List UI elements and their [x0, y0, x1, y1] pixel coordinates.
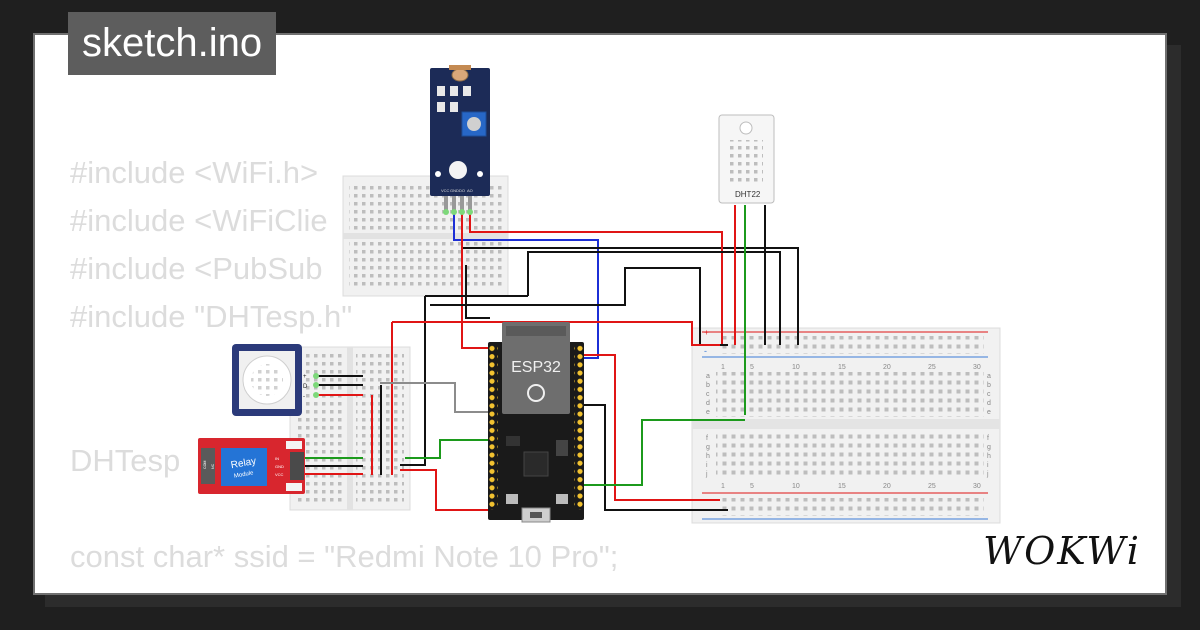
relay-pin-label: VCC — [275, 472, 284, 477]
row-letter-right: f — [987, 435, 989, 442]
col-number-top: 30 — [973, 364, 981, 371]
wire-gnd-down — [400, 296, 426, 466]
code-line-3: #include <PubSub — [70, 251, 323, 286]
row-letter: h — [706, 453, 710, 460]
row-letter: c — [706, 391, 710, 398]
row-letter-right: i — [987, 462, 989, 469]
code-line-10: const char* password = "12345678"; — [70, 587, 570, 593]
code-line-9: const char* ssid = "Redmi Note 10 Pro"; — [70, 539, 619, 574]
col-number-bottom: 25 — [928, 483, 936, 490]
frame-shadow-bottom — [45, 595, 1181, 607]
col-number-bottom: 15 — [838, 483, 846, 490]
wire-ldr-ao — [453, 212, 599, 359]
row-letter: b — [706, 382, 710, 389]
relay-pin-label: IN — [275, 456, 279, 461]
esp32-board: ESP32 — [488, 322, 584, 523]
rail-minus-label: - — [704, 346, 707, 356]
row-letter-right: a — [987, 373, 991, 380]
ldr-pin-label: GND — [450, 188, 459, 193]
col-number-bottom: 1 — [721, 483, 725, 490]
col-number-top: 15 — [838, 364, 846, 371]
wire-pir-signal — [380, 382, 490, 413]
col-number-top: 10 — [792, 364, 800, 371]
row-letter: d — [706, 400, 710, 407]
wire-gnd-bb — [527, 251, 781, 345]
row-letter: a — [706, 373, 710, 380]
ldr-pin-label: AO — [467, 188, 473, 193]
row-letter-right: h — [987, 453, 991, 460]
relay-module: Relay Module IN GND VCC NO COM NC — [195, 438, 305, 494]
row-letter-right: c — [987, 391, 991, 398]
col-number-top: 25 — [928, 364, 936, 371]
wire-vin-bb — [582, 354, 720, 501]
wokwi-logo: WOKWi — [977, 525, 1147, 577]
code-line-1: #include <WiFi.h> — [70, 155, 319, 190]
breadboard-small-top — [342, 175, 509, 297]
dht22-sensor: DHT22 — [718, 114, 775, 204]
pir-pin-label: + — [303, 374, 307, 380]
row-letter: j — [705, 471, 708, 478]
wire-ldr-gnd-b — [465, 265, 490, 319]
row-letter: g — [706, 444, 710, 451]
col-number-top: 5 — [750, 364, 754, 371]
breadboard-small-left — [289, 346, 411, 511]
wire-relay-vcc — [400, 469, 490, 511]
sketch-filename-badge[interactable]: sketch.ino — [68, 12, 277, 75]
esp32-label: ESP32 — [511, 359, 561, 376]
wire-esp-3v3 — [461, 212, 490, 349]
code-line-7: DHTesp — [70, 443, 181, 478]
wire-dht-esp — [582, 419, 745, 486]
relay-terminal-label: NO — [195, 463, 199, 469]
frame-shadow-right — [1167, 45, 1181, 607]
wire-esp-gnd-bb — [582, 404, 728, 511]
code-line-4: #include "DHTesp.h" — [70, 299, 353, 334]
pir-pin-label: - — [303, 394, 305, 400]
col-number-top: 1 — [721, 364, 725, 371]
pir-pin-label: D — [303, 384, 308, 390]
row-letter-right: j — [986, 471, 989, 478]
row-letter-right: b — [987, 382, 991, 389]
row-letter-right: e — [987, 409, 991, 416]
col-number-top: 20 — [883, 364, 891, 371]
relay-terminal-label: NC — [211, 463, 215, 469]
ldr-pin-label: DO — [459, 188, 465, 193]
ldr-pin-label: VCC — [441, 188, 450, 193]
row-letter-right: d — [987, 400, 991, 407]
dht22-label: DHT22 — [735, 190, 761, 199]
wire-relay-signal — [405, 439, 490, 459]
code-line-2: #include <WiFiClie — [70, 203, 328, 238]
row-letter: f — [706, 435, 708, 442]
rail-plus-label: + — [704, 328, 709, 337]
relay-title: Relay — [230, 456, 257, 471]
col-number-bottom: 10 — [792, 483, 800, 490]
relay-terminal-label: COM — [203, 461, 207, 469]
wokwi-logo-text: WOKWi — [983, 529, 1141, 573]
relay-subtitle: Module — [234, 470, 255, 479]
pir-sensor: + D - — [232, 344, 319, 416]
row-letter-right: g — [987, 444, 991, 451]
wire-ldr-vcc — [469, 212, 723, 345]
col-number-bottom: 30 — [973, 483, 981, 490]
row-letter: i — [706, 462, 708, 469]
col-number-bottom: 20 — [883, 483, 891, 490]
row-letter: e — [706, 409, 710, 416]
ldr-module: VCC GND DO AO — [430, 65, 490, 215]
breadboard-main: + - 1 5 10 15 20 25 30 1 5 10 15 20 25 3… — [691, 327, 1001, 524]
col-number-bottom: 5 — [750, 483, 754, 490]
relay-pin-label: GND — [275, 464, 284, 469]
